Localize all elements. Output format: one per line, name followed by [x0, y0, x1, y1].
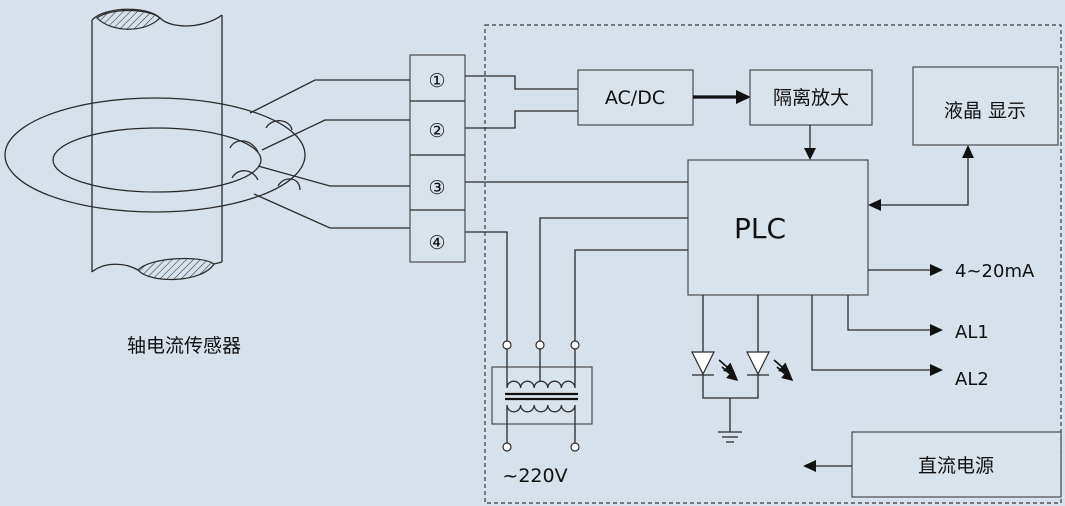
alarm1-output-arrowhead [930, 324, 943, 336]
transformer-secondary-coil [506, 349, 576, 389]
isolation-amp-box [749, 69, 873, 126]
lcd-display-label: 液晶 显示 [944, 100, 1026, 122]
transformer [491, 340, 593, 452]
ring-coil-loop-1 [229, 140, 259, 153]
alarm2-output-line [811, 295, 932, 371]
sensor-lead-1 [249, 79, 410, 114]
sensor-ring [4, 97, 306, 213]
terminal-block: ① ② ③ ④ [409, 54, 466, 263]
terminal-3-label: ③ [428, 177, 445, 199]
plc-box [687, 159, 869, 296]
ring-inner-edge [52, 127, 262, 193]
instrument-enclosure [484, 24, 1062, 504]
plc-lcd-arrowhead-into-lcd [962, 145, 974, 158]
analog-output-arrowhead [930, 264, 943, 276]
alarm1-output-label: AL1 [955, 322, 989, 343]
transformer-top-terminal-left [502, 340, 512, 350]
terminal-block-frame [409, 54, 466, 263]
alarm-leds [691, 295, 794, 443]
sensor-lead-3 [257, 165, 410, 187]
acdc-to-amp-arrowhead [736, 90, 751, 104]
led2-light-arrow-2 [776, 366, 794, 382]
alarm2-output-arrowhead [930, 364, 943, 376]
transformer-top-terminal-right [570, 340, 580, 350]
isolation-amp-label: 隔离放大 [773, 87, 849, 109]
transformer-bottom-terminal-right [570, 442, 580, 452]
wire-transformer-tap-to-plc-2 [574, 249, 688, 341]
sensor-lead-4 [253, 193, 410, 229]
shaft-bottom-break-outline [91, 263, 139, 273]
sensor-label: 轴电流传感器 [127, 335, 241, 357]
dc-power-label: 直流电源 [918, 455, 994, 477]
shaft [91, 8, 223, 281]
amp-to-plc-arrowhead [804, 148, 816, 160]
ring-coil-loop-3 [231, 170, 259, 181]
ring-coil-loop-2 [265, 120, 293, 131]
led1-diode-icon [691, 351, 715, 376]
dc-power-arrowhead [803, 460, 816, 472]
shaft-top-hatch [96, 9, 161, 30]
wire-terminal1-to-acdc [465, 75, 578, 90]
acdc-label: AC/DC [605, 87, 665, 109]
terminal-4-label: ④ [428, 232, 445, 254]
mains-voltage-label: ~220V [502, 465, 567, 487]
led1-light-arrow-2 [721, 366, 739, 382]
wire-transformer-tap-to-plc-1 [539, 217, 688, 341]
shaft-bottom-right-join [213, 261, 223, 265]
wire-terminal2-to-acdc [465, 110, 578, 129]
plc-lcd-link [879, 156, 969, 206]
terminal-1-label: ① [428, 70, 445, 92]
ring-outer-edge [4, 97, 306, 213]
alarm1-output-line [847, 295, 932, 331]
led2-diode-icon [746, 351, 770, 376]
transformer-bottom-terminal-left [502, 442, 512, 452]
plc-lcd-arrowhead-into-plc [868, 199, 881, 211]
alarm2-output-label: AL2 [955, 369, 989, 390]
transformer-primary-coil [506, 404, 576, 443]
ring-coil-loop-4 [277, 178, 301, 191]
terminal-2-label: ② [428, 120, 445, 142]
dc-power-box [851, 431, 1062, 498]
wire-terminal4-to-transformer [465, 231, 508, 341]
ground-icon [718, 431, 742, 443]
analog-output-label: 4~20mA [955, 261, 1035, 282]
lcd-display-box [912, 66, 1059, 146]
sensor-lead-2 [261, 119, 410, 151]
transformer-top-terminal-center [535, 340, 545, 350]
plc-label: PLC [734, 212, 786, 245]
